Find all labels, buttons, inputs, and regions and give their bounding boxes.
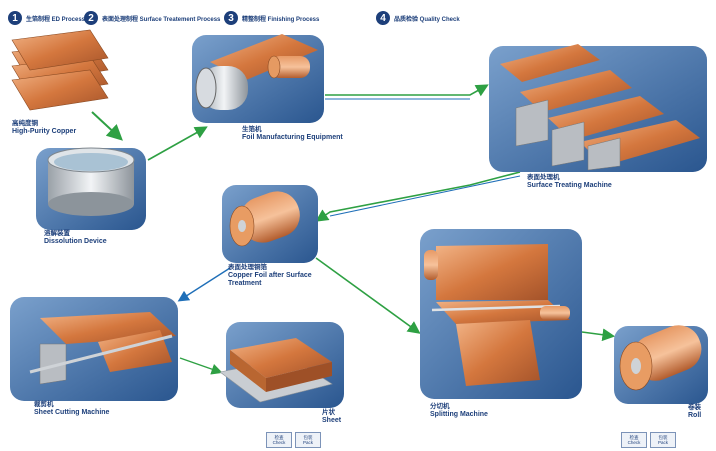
step-2-label: 表面处理制程 Surface Treatement Process	[102, 16, 221, 23]
step-1-number: 1	[8, 11, 22, 25]
step-1-label: 生箔制程 ED Process	[26, 16, 86, 23]
splitting-machine-illustration	[424, 244, 570, 386]
caption-foil-en: Foil Manufacturing Equipment	[242, 134, 343, 141]
tag-pack-left: 包装 Pack	[295, 432, 321, 448]
arrow-copper-to-dissolution	[91, 111, 123, 141]
caption-foil: 生箔机 Foil Manufacturing Equipment	[242, 126, 343, 142]
surface-treating-illustration	[500, 44, 700, 171]
caption-roll-en: Roll	[688, 412, 702, 419]
arrow-cutting-to-sheet	[179, 357, 223, 375]
caption-copper-foil-after: 表面处理铜箔 Copper Foil after Surface Treatme…	[228, 264, 312, 288]
caption-surface-treating-en: Surface Treating Machine	[527, 182, 612, 189]
caption-copper-foil-after-zh: 表面处理铜箔	[228, 264, 267, 271]
step-4-number: 4	[376, 11, 390, 25]
caption-foil-zh: 生箔机	[242, 126, 262, 133]
tag-pack-right-zh: 包装	[658, 435, 668, 440]
arrow-foil-to-surface	[325, 84, 489, 97]
tag-pack-left-zh: 包装	[303, 435, 313, 440]
arrow-copperfoil-to-splitting	[315, 257, 421, 334]
caption-high-purity-copper-en: High-Purity Copper	[12, 128, 77, 135]
caption-splitting-zh: 分切机	[430, 403, 450, 410]
copper-sheets-illustration	[11, 29, 109, 111]
caption-splitting: 分切机 Splitting Machine	[430, 403, 488, 419]
caption-sheet-en: Sheet	[322, 417, 342, 424]
step-4-label: 品质检验 Quality Check	[394, 16, 460, 23]
tag-pack-right-en: Pack	[657, 440, 668, 445]
arrow-surface-to-copperfoil-blue	[329, 175, 521, 217]
tag-check-right-en: Check	[627, 440, 641, 445]
copper-roll-illustration	[229, 191, 300, 247]
caption-dissolution: 溶解装置 Dissolution Device	[44, 230, 107, 246]
step-4: 4 品质检验 Quality Check	[376, 11, 460, 25]
foil-machine-illustration	[195, 34, 318, 110]
arrow-surface-to-copperfoil	[315, 171, 521, 222]
step-2: 2 表面处理制程 Surface Treatement Process	[84, 11, 220, 25]
caption-splitting-en: Splitting Machine	[430, 411, 488, 418]
caption-roll-zh: 卷装	[688, 404, 701, 411]
caption-surface-treating-zh: 表面处理机	[527, 174, 560, 181]
caption-sheet-cutting: 裁剪机 Sheet Cutting Machine	[34, 401, 109, 417]
caption-dissolution-en: Dissolution Device	[44, 238, 107, 245]
arrow-splitting-to-roll	[581, 328, 616, 342]
tag-pack-left-en: Pack	[302, 440, 313, 445]
dissolution-tank-illustration	[47, 147, 135, 216]
sheet-stack-illustration	[219, 338, 333, 403]
tag-check-right: 检查 Check	[621, 432, 647, 448]
step-3: 3 精整制程 Finishing Process	[224, 11, 319, 25]
tag-check-left-zh: 检查	[274, 435, 284, 440]
step-2-number: 2	[84, 11, 98, 25]
caption-roll: 卷装 Roll	[688, 404, 701, 420]
caption-surface-treating: 表面处理机 Surface Treating Machine	[527, 174, 612, 190]
caption-copper-foil-after-en1: Copper Foil after Surface	[228, 272, 312, 279]
flow-arrows	[91, 84, 616, 375]
caption-dissolution-zh: 溶解装置	[44, 230, 70, 237]
tag-pack-right: 包装 Pack	[650, 432, 676, 448]
step-3-label: 精整制程 Finishing Process	[242, 16, 320, 23]
caption-sheet: 片状 Sheet	[322, 409, 341, 425]
step-3-number: 3	[224, 11, 238, 25]
arrow-dissolution-to-foil	[147, 126, 208, 161]
tag-check-left-en: Check	[272, 440, 286, 445]
arrow-copperfoil-to-cutting	[177, 267, 231, 302]
sheet-cutting-illustration	[29, 312, 176, 385]
caption-sheet-cutting-zh: 裁剪机	[34, 401, 54, 408]
caption-high-purity-copper-zh: 高纯度铜	[12, 120, 38, 127]
caption-high-purity-copper: 高纯度铜 High-Purity Copper	[12, 120, 76, 136]
caption-copper-foil-after-en2: Treatment	[228, 280, 262, 287]
roll-illustration	[619, 325, 702, 391]
tag-check-right-zh: 检查	[629, 435, 639, 440]
tag-check-left: 检查 Check	[266, 432, 292, 448]
caption-sheet-zh: 片状	[322, 409, 335, 416]
caption-sheet-cutting-en: Sheet Cutting Machine	[34, 409, 110, 416]
step-1: 1 生箔制程 ED Process	[8, 11, 85, 25]
